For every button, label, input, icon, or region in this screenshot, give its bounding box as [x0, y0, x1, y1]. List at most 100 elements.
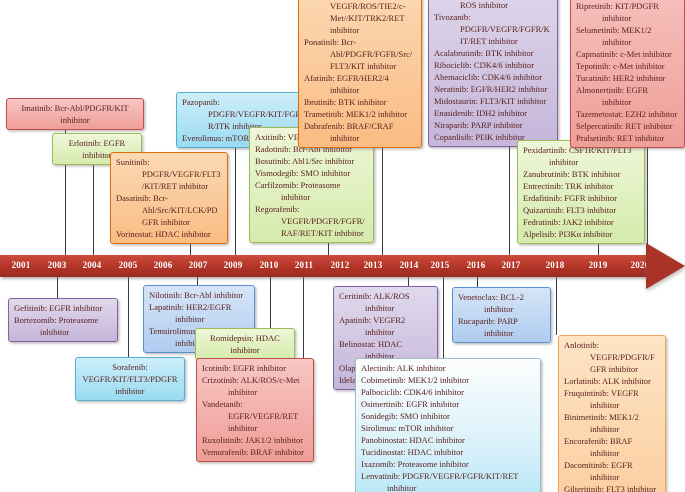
drug-entry: Rucaparib: PARP inhibitor: [458, 316, 518, 338]
connector-2012: [328, 243, 329, 255]
timeline-arrow: 2001 2003 2004 2005 2006 2007 2009 2010 …: [0, 255, 650, 277]
drug-entry: Dabrafenib: BRAF/CRAF inhibitor: [304, 121, 394, 143]
drug-entry: Venetoclax: BCL-2 inhibitor: [458, 292, 524, 314]
drug-entry: Tivozanib: PDGFR/VEGFR/FGFR/KIT/RET inhi…: [434, 12, 550, 46]
drug-entry: Nilotinib: Bcr-Abl inhibitor: [149, 290, 244, 300]
drug-entry: Osimertinib: EGFR inhibitor: [361, 399, 460, 409]
drug-entry: Tazemetostat: EZH2 inhibitor: [576, 109, 678, 119]
drug-box-2006: Sunitinib: PDGFR/VEGFR/FLT3/KIT/RET inhi…: [110, 152, 228, 244]
drug-entry: Acalabrutinib: BTK inhibitor: [434, 48, 534, 58]
drug-entry: Ponatinib: Bcr-Abl/PDGFR/FGFR/Src/FLT3/K…: [304, 37, 413, 71]
drug-entry: Vismodegib: SMO inhibitor: [255, 168, 351, 178]
connector-2011: [303, 277, 304, 358]
drug-entry: Afatinib: EGFR/HER2/4 inhibitor: [304, 73, 389, 95]
drug-entry: Neratinib: EGFR/HER2 inhibitor: [434, 84, 548, 94]
year-label-2016: 2016: [466, 260, 486, 270]
drug-entry: Panobinostat: HDAC inhibitor: [361, 435, 465, 445]
year-label-2006: 2006: [153, 260, 173, 270]
drug-entry: Lapatinib: HER2/EGFR inhibitor: [149, 302, 232, 324]
year-label-2007: 2007: [188, 260, 208, 270]
drug-entry: Enasidenib: IDH2 inhibitor: [434, 108, 528, 118]
drug-entry: Apatinib: VEGFR2 inhibitor: [339, 315, 406, 337]
drug-box-2020: Pemigatinib: FGFR inhibitorAvapritinib: …: [570, 0, 685, 148]
drug-entry: Capmatinib: c-Met inhibitor: [576, 49, 672, 59]
connector-2019: [598, 244, 599, 255]
drug-entry: Ripretinib: KIT/PDGFR inhibitor: [576, 1, 659, 23]
drug-entry: Abemaciclib: CDK4/6 inhibitor: [434, 72, 543, 82]
drug-entry: Entrectinib: TRK inhibitor: [523, 181, 614, 191]
connector-2003: [57, 277, 58, 298]
connector-2017: [509, 147, 510, 255]
year-label-2019: 2019: [588, 260, 608, 270]
drug-entry: Imatinib: Bcr-Abl/PDGFR/KIT inhibitor: [21, 103, 129, 125]
drug-entry: Temsirolimus: mTOR inhibitor: [149, 326, 224, 348]
year-label-2013: 2013: [363, 260, 383, 270]
connector-2009: [235, 148, 236, 255]
connector-2016: [477, 277, 478, 287]
drug-entry: Vandetanib: EGFR/VEGFR/RET inhibitor: [202, 399, 299, 433]
drug-entry: Niraparib: PARP inhibitor: [434, 120, 523, 130]
drug-entry: Almonertinib: EGFR inhibitor: [576, 85, 649, 107]
drug-entry: Ceritinib: ALK/ROS inhibitor: [339, 291, 410, 313]
drug-entry: Sunitinib: PDGFR/VEGFR/FLT3/KIT/RET inhi…: [116, 157, 221, 191]
drug-box-2009: Pazopanib: PDGFR/VEGFR/KIT/FGFR/ITK inhi…: [176, 92, 310, 148]
drug-entry: Ruxolitinib: JAK1/2 inhibitor: [202, 435, 304, 445]
drug-entry: Lenvatinib: PDGFR/VEGFR/FGFR/KIT/RET inh…: [361, 471, 519, 492]
drug-entry: Vorinostat: HDAC inhibitor: [116, 229, 211, 239]
year-label-2014: 2014: [399, 260, 419, 270]
drug-entry: Ibrutinib: BTK inhibitor: [304, 97, 387, 107]
drug-box-2001: Imatinib: Bcr-Abl/PDGFR/KIT inhibitor: [6, 98, 144, 130]
drug-entry: Erlotinib: EGFR inhibitor: [68, 138, 126, 160]
drug-entry: Crizotinib: ALK/ROS/c-Met inhibitor: [202, 375, 300, 397]
connector-2010: [270, 277, 271, 328]
drug-entry: Fruquintinib: VEGFR inhibitor: [564, 388, 639, 410]
drug-entry: Lorlatinib: ALK inhibitor: [564, 376, 651, 386]
drug-entry: Copanlisib: PI3K inhibitor: [434, 132, 525, 142]
drug-entry: Pexidartinib: CSF1R/KIT/FLT3 inhibitor: [523, 145, 632, 167]
drug-box-2013: Cabozantinib: VEGFR/ROS/TIE2/c-Met//KIT/…: [298, 0, 422, 148]
year-label-2005: 2005: [118, 260, 138, 270]
drug-entry: Quizartinib: FLT3 inhibitor: [523, 205, 617, 215]
drug-entry: Zanubrutinib: BTK inhibitor: [523, 169, 621, 179]
drug-entry: Sirolimus: mTOR inhibitor: [361, 423, 454, 433]
drug-entry: Carfilzomib: Proteasome inhibitor: [255, 180, 341, 202]
drug-entry: Tucidinostat: HDAC inhibitor: [361, 447, 464, 457]
drug-entry: Bortezomib: Proteasome inhibitor: [14, 315, 99, 337]
drug-entry: Trametinib: MEK1/2 inhibitor: [304, 109, 408, 119]
drug-entry: Sorafenib: VEGFR/KIT/FLT3/PDGFR inhibito…: [82, 362, 178, 396]
year-label-2018: 2018: [545, 260, 565, 270]
drug-entry: Selumetinib: MEK1/2 inhibitor: [576, 25, 652, 47]
year-label-2015: 2015: [430, 260, 450, 270]
drug-entry: Radotinib: Bcr-Abl inhibitor: [255, 144, 353, 154]
connector-2006: [190, 244, 191, 255]
drug-entry: Midostaurin: FLT3/KIT inhibitor: [434, 96, 547, 106]
connector-2020: [647, 148, 648, 250]
drug-entry: Ribociclib: CDK4/6 inhibitor: [434, 60, 535, 70]
drug-entry: Bosutinib: Abl1/Src inhibitor: [255, 156, 355, 166]
drug-entry: Brigatinib: ALK/EGFR/IGF1R/FLT3/ROS inhi…: [460, 0, 508, 10]
connector-2007: [197, 277, 198, 285]
drug-entry: Gilteritinib: FLT3 inhibitor: [564, 484, 657, 492]
year-label-2017: 2017: [501, 260, 521, 270]
drug-entry: Belinostat: HDAC inhibitor: [339, 339, 403, 361]
year-label-2010: 2010: [259, 260, 279, 270]
year-label-2020: 2020: [630, 260, 650, 270]
year-label-2004: 2004: [82, 260, 102, 270]
drug-box-2010: Romidepsin: HDAC inhibitor: [195, 328, 295, 360]
year-label-2009: 2009: [223, 260, 243, 270]
drug-entry: Ixazomib: Proteasome inhibitor: [361, 459, 469, 469]
drug-entry: Palbociclib: CDK4/6 inhibitor: [361, 387, 464, 397]
connector-2018: [556, 277, 557, 335]
drug-entry: Vemurafenib: BRAF inhibitor: [202, 447, 304, 457]
drug-box-2017: Brigatinib: ALK/EGFR/IGF1R/FLT3/ROS inhi…: [428, 0, 558, 147]
connector-2014: [408, 277, 409, 286]
drug-entry: Everolimus: mTOR inhibitor: [182, 133, 281, 143]
connector-2005: [128, 277, 129, 357]
connector-2015: [443, 277, 444, 358]
connector-2013: [382, 148, 383, 255]
drug-entry: Dasatinib: Bcr-Abl/Src/KIT/LCK/PDGFR inh…: [116, 193, 218, 227]
